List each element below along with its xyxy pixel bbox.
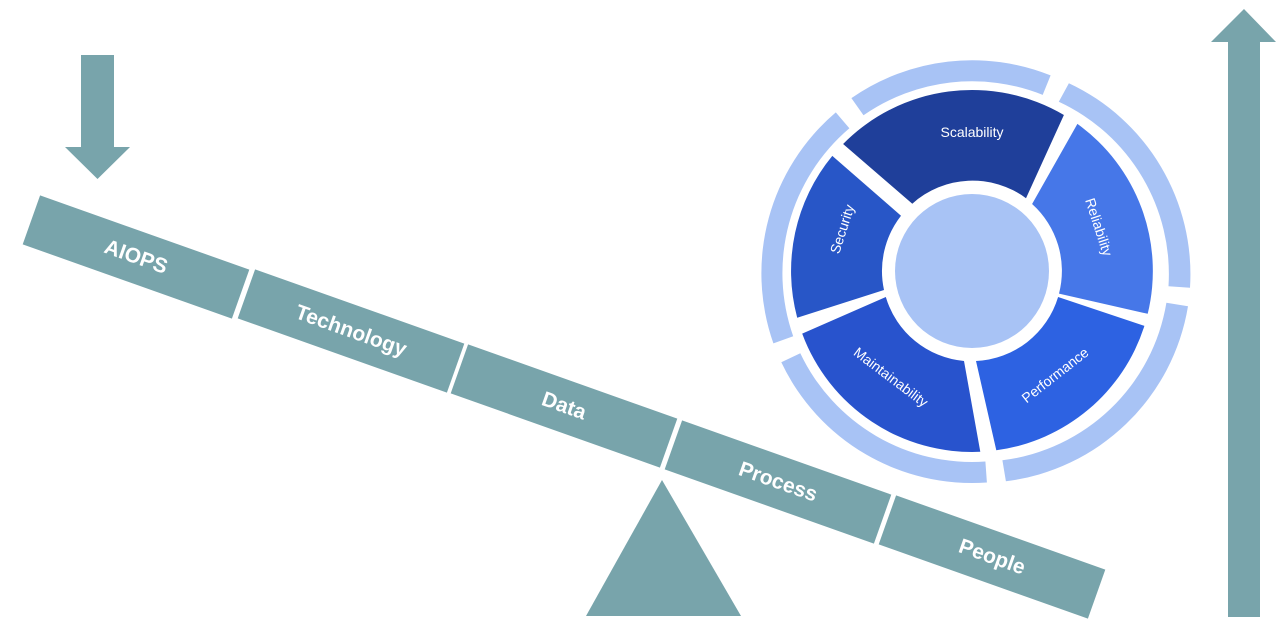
quality-wheel: Scalability Reliability Performance Main… [761, 60, 1191, 484]
plank-aiops: AIOPS [22, 195, 250, 319]
outer-ring-arc-5 [851, 60, 1051, 116]
plank-process: Process [664, 420, 892, 544]
segment-security [791, 155, 901, 318]
outer-ring-arc-2 [1002, 302, 1188, 482]
segment-scalability [843, 89, 1064, 204]
plank-people: People [878, 495, 1106, 619]
triangle-fulcrum-icon [586, 480, 741, 616]
segment-maintainability [802, 297, 981, 452]
segment-label-scalability: Scalability [940, 124, 1003, 140]
arrow-down-icon [65, 55, 130, 179]
wheel-hub [895, 194, 1049, 348]
outer-ring-arc-4 [761, 112, 850, 344]
seesaw-beam: AIOPS Technology Data Process People [22, 195, 1106, 619]
plank-data: Data [450, 344, 678, 468]
outer-ring-arc-3 [781, 353, 987, 484]
segment-performance [976, 297, 1145, 451]
arrow-up-icon [1211, 9, 1276, 617]
outer-ring-arc-1 [1058, 83, 1191, 288]
segment-reliability [1032, 123, 1153, 314]
plank-technology: Technology [237, 269, 465, 393]
